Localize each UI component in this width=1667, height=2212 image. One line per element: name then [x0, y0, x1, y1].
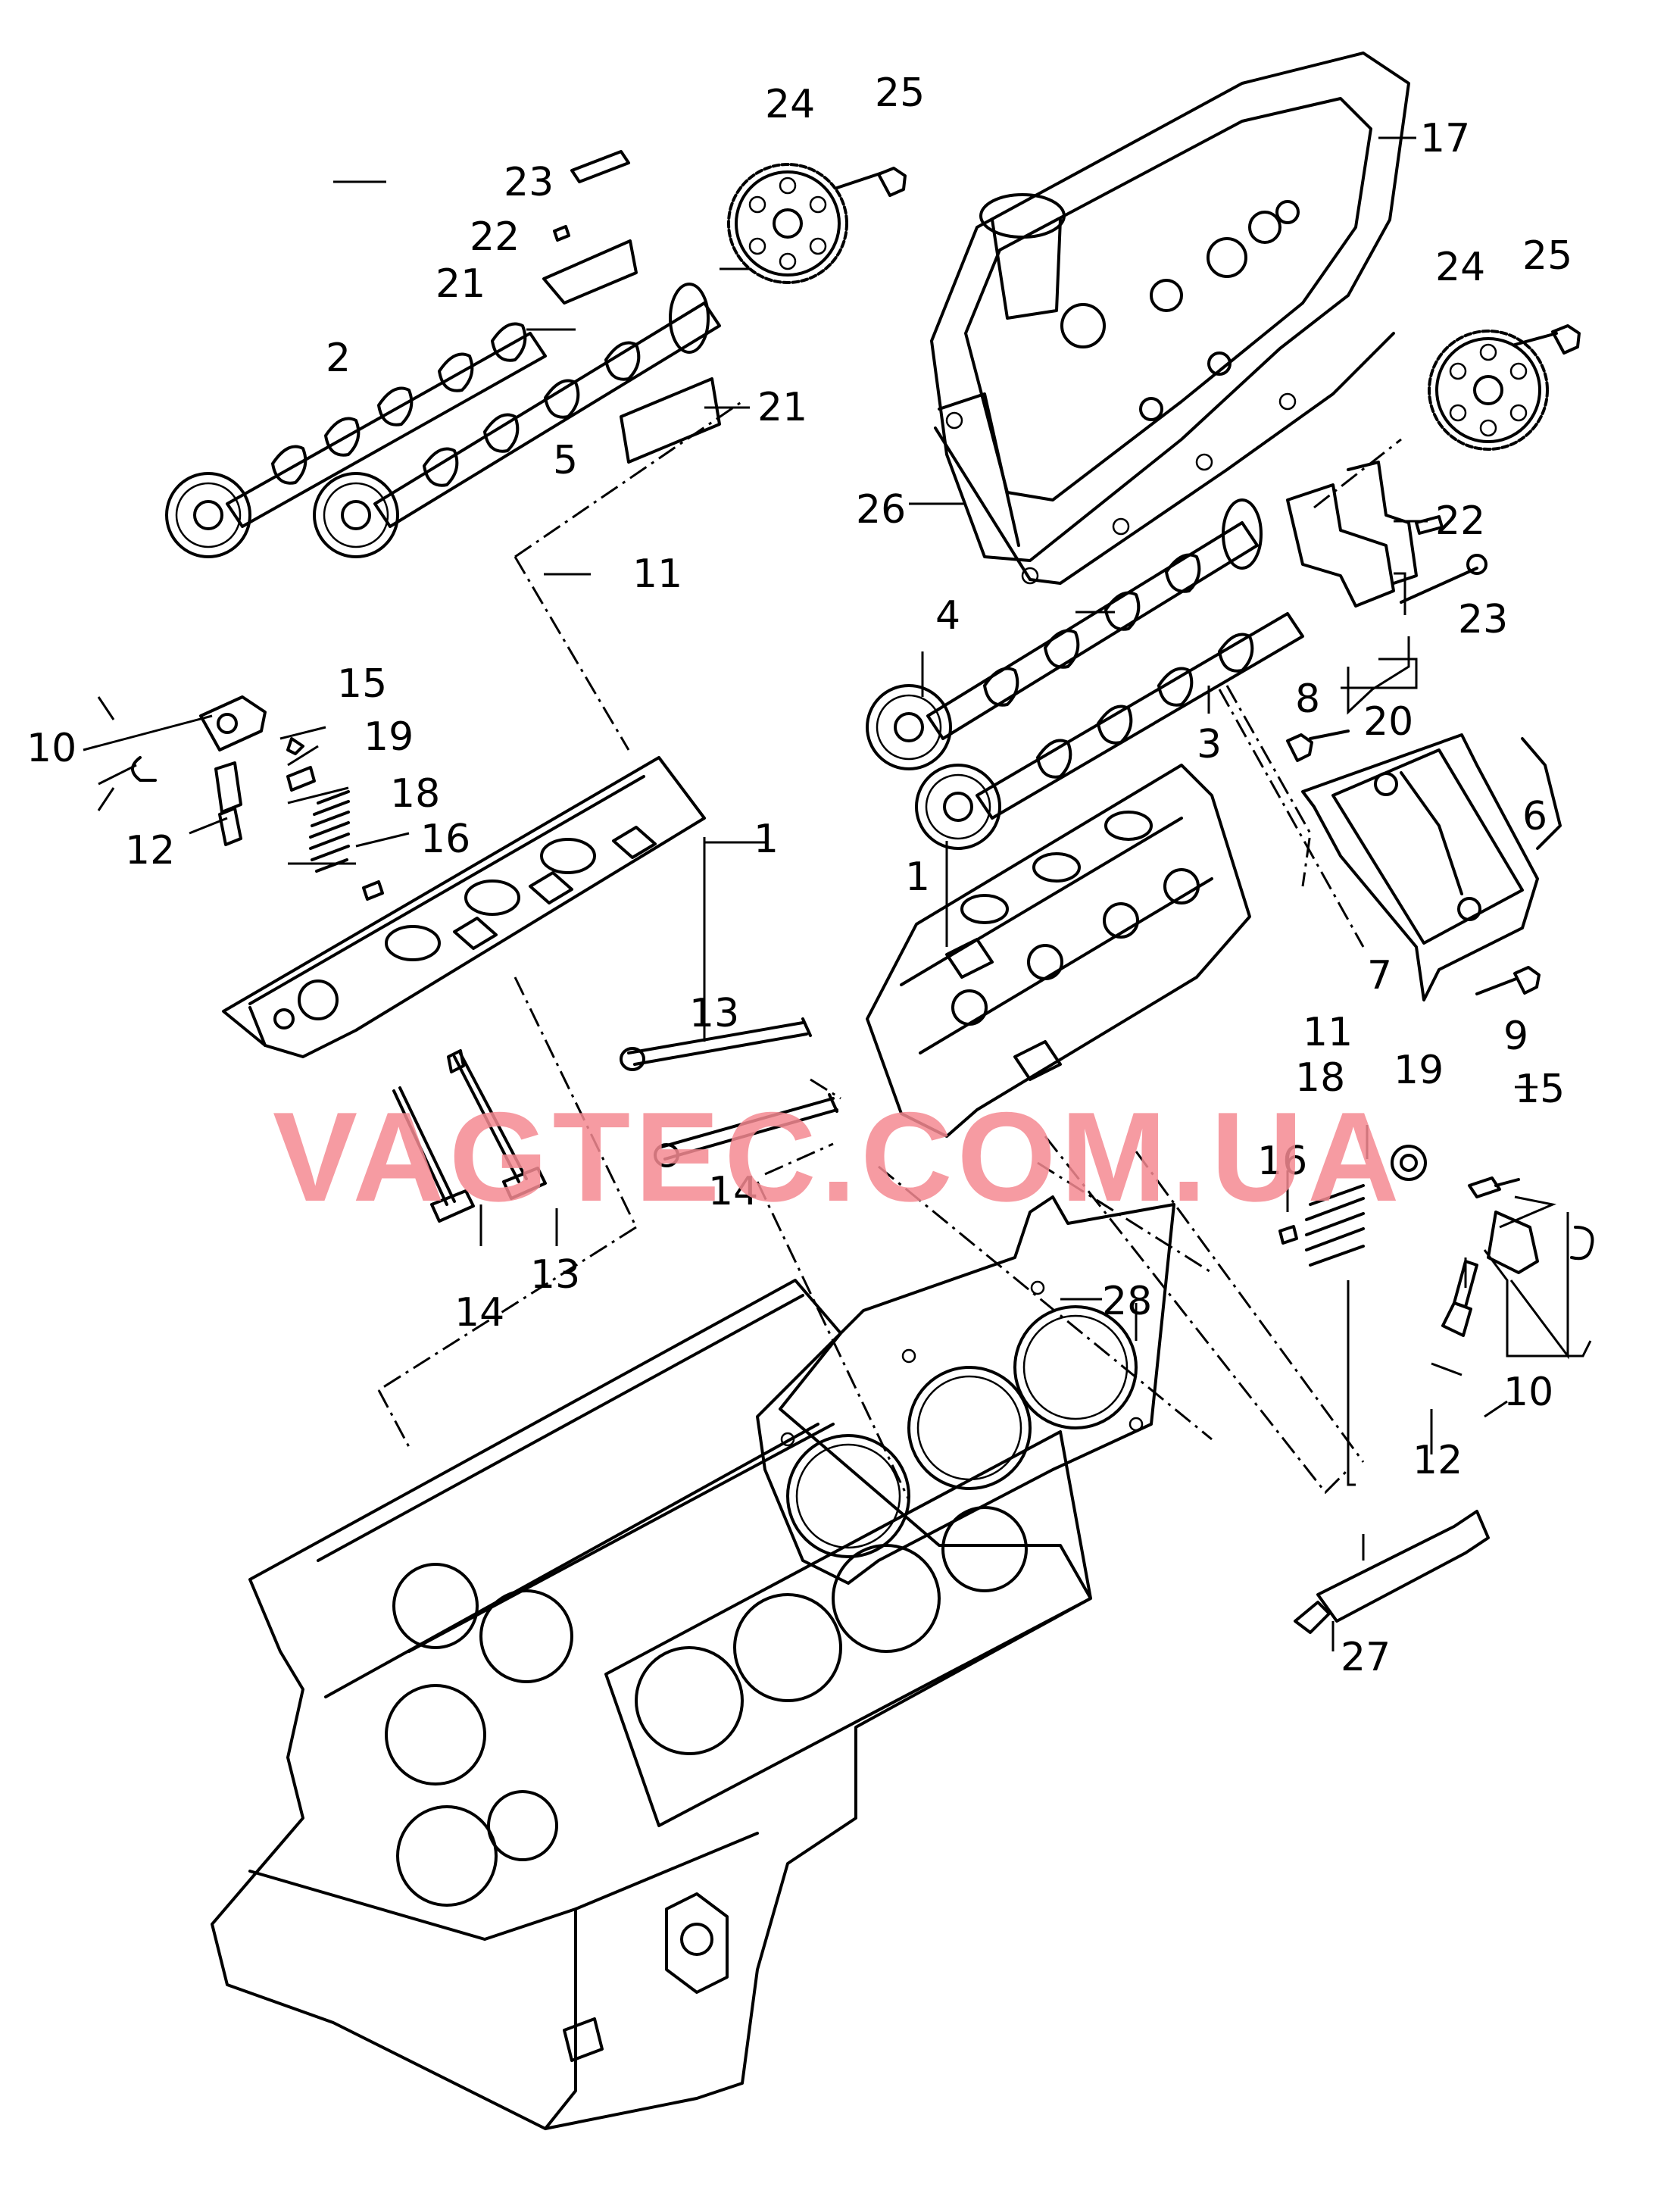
callout-12: 12	[125, 828, 175, 873]
stud-icon	[620, 1017, 838, 1167]
gear-icon	[866, 684, 952, 770]
gear-icon	[915, 764, 1001, 850]
sealant-tube-icon	[1294, 1510, 1490, 1634]
left-camshafts	[165, 283, 721, 558]
callout-12: 12	[1413, 1438, 1463, 1483]
callout-19: 19	[1394, 1048, 1444, 1093]
callout-24: 24	[765, 82, 815, 127]
callout-21: 21	[435, 261, 485, 307]
callout-16: 16	[1257, 1139, 1307, 1184]
gasket-icon	[934, 332, 1395, 585]
cylinder-head-icon	[866, 764, 1251, 1138]
callout-9: 9	[1503, 1014, 1528, 1059]
bearing-cap-icon	[1286, 461, 1488, 608]
callout-14: 14	[454, 1290, 504, 1336]
callout-14: 14	[708, 1169, 758, 1214]
callout-4: 4	[935, 593, 960, 639]
callout-28: 28	[1102, 1279, 1152, 1324]
callout-1: 1	[754, 817, 779, 862]
callout-18: 18	[390, 771, 440, 817]
callout-24: 24	[1435, 245, 1485, 290]
callout-26: 26	[856, 487, 906, 533]
callout-labels: 24 25 17 23 22 21 2 21 5 24 25 26 22 11 …	[27, 70, 1572, 1680]
head-gasket-icon	[756, 1195, 1175, 1585]
sprocket-icon	[1428, 330, 1549, 451]
callout-19: 19	[364, 714, 414, 760]
timing-cover-icon	[1301, 733, 1562, 1001]
callout-15: 15	[337, 661, 387, 707]
callout-18: 18	[1295, 1055, 1345, 1101]
callout-2: 2	[326, 336, 351, 381]
callout-3: 3	[1197, 722, 1222, 767]
callout-16: 16	[420, 817, 470, 862]
callout-15: 15	[1515, 1067, 1565, 1112]
callout-13: 13	[689, 991, 739, 1036]
callout-25: 25	[1522, 233, 1572, 279]
callout-21: 21	[757, 385, 807, 430]
callout-22: 22	[470, 214, 520, 260]
valve-train-right	[1278, 1145, 1594, 1337]
right-camshafts	[866, 498, 1304, 850]
callout-20: 20	[1363, 699, 1413, 745]
callout-10: 10	[1503, 1370, 1553, 1415]
callout-22: 22	[1435, 498, 1485, 544]
callout-7: 7	[1367, 953, 1392, 998]
callout-8: 8	[1295, 676, 1320, 722]
callout-17: 17	[1420, 116, 1470, 161]
bolt-icon	[1513, 324, 1581, 355]
cylinder-head-icon	[222, 756, 706, 1058]
callout-11: 11	[632, 551, 682, 597]
callout-1: 1	[905, 854, 930, 900]
bolt-icon	[1286, 730, 1541, 995]
callout-23: 23	[504, 160, 554, 205]
gear-icon	[313, 472, 399, 558]
valve-train-left	[131, 695, 547, 1223]
valve-cover-icon	[930, 52, 1410, 562]
callout-23: 23	[1458, 597, 1508, 642]
callout-25: 25	[875, 70, 925, 116]
callout-10: 10	[27, 726, 76, 771]
leader-lines	[83, 136, 1592, 1651]
bearing-cap-icon	[542, 150, 721, 464]
callout-11: 11	[1303, 1010, 1353, 1055]
gear-icon	[165, 472, 251, 558]
bolt-icon	[835, 167, 907, 197]
engine-block-icon	[211, 1279, 1092, 2130]
watermark: VAGTEC.COM.UA	[273, 1086, 1404, 1228]
callout-27: 27	[1341, 1635, 1391, 1680]
sprocket-icon	[727, 163, 848, 284]
callout-13: 13	[530, 1252, 580, 1298]
callout-6: 6	[1522, 794, 1547, 839]
callout-5: 5	[553, 438, 578, 483]
